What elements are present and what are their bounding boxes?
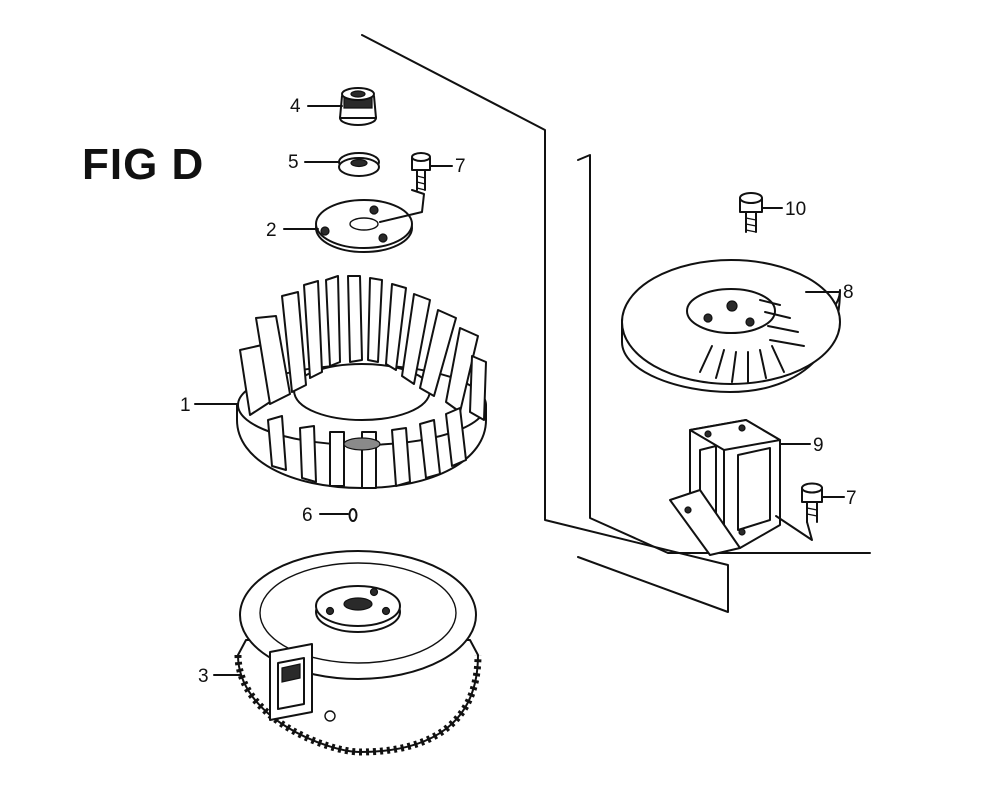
assembly-bracket-lines [361, 34, 871, 613]
part-3-flywheel [234, 550, 482, 756]
callout-8: 8 [843, 282, 854, 303]
callout-2: 2 [266, 220, 277, 241]
figure-title: FIG D [82, 140, 205, 189]
part-7-bolt-lower [801, 482, 823, 523]
callout-10: 10 [785, 199, 806, 220]
part-1-cooling-fan [236, 275, 487, 489]
callout-labels: 4 5 7 2 1 6 3 10 8 9 7 [180, 96, 857, 687]
callout-6: 6 [302, 505, 313, 526]
part-6-woodruff-key [348, 508, 358, 522]
part-8-fan-cover [621, 259, 841, 393]
callout-3: 3 [198, 666, 209, 687]
callout-1: 1 [180, 395, 191, 416]
cover-vent-slots [699, 299, 805, 383]
callout-4: 4 [290, 96, 301, 117]
part-7-bolt-upper [411, 152, 431, 191]
callout-5: 5 [288, 152, 299, 173]
part-9-bracket [669, 419, 781, 556]
leader-lines [194, 105, 845, 676]
callout-9: 9 [813, 435, 824, 456]
callout-7-lower: 7 [846, 488, 857, 509]
part-5-washer [338, 152, 380, 177]
part-10-bolt [739, 192, 763, 233]
part-2-pulley-plate [315, 199, 413, 253]
callout-7-upper: 7 [455, 156, 466, 177]
part-4-flange-nut [339, 87, 377, 126]
